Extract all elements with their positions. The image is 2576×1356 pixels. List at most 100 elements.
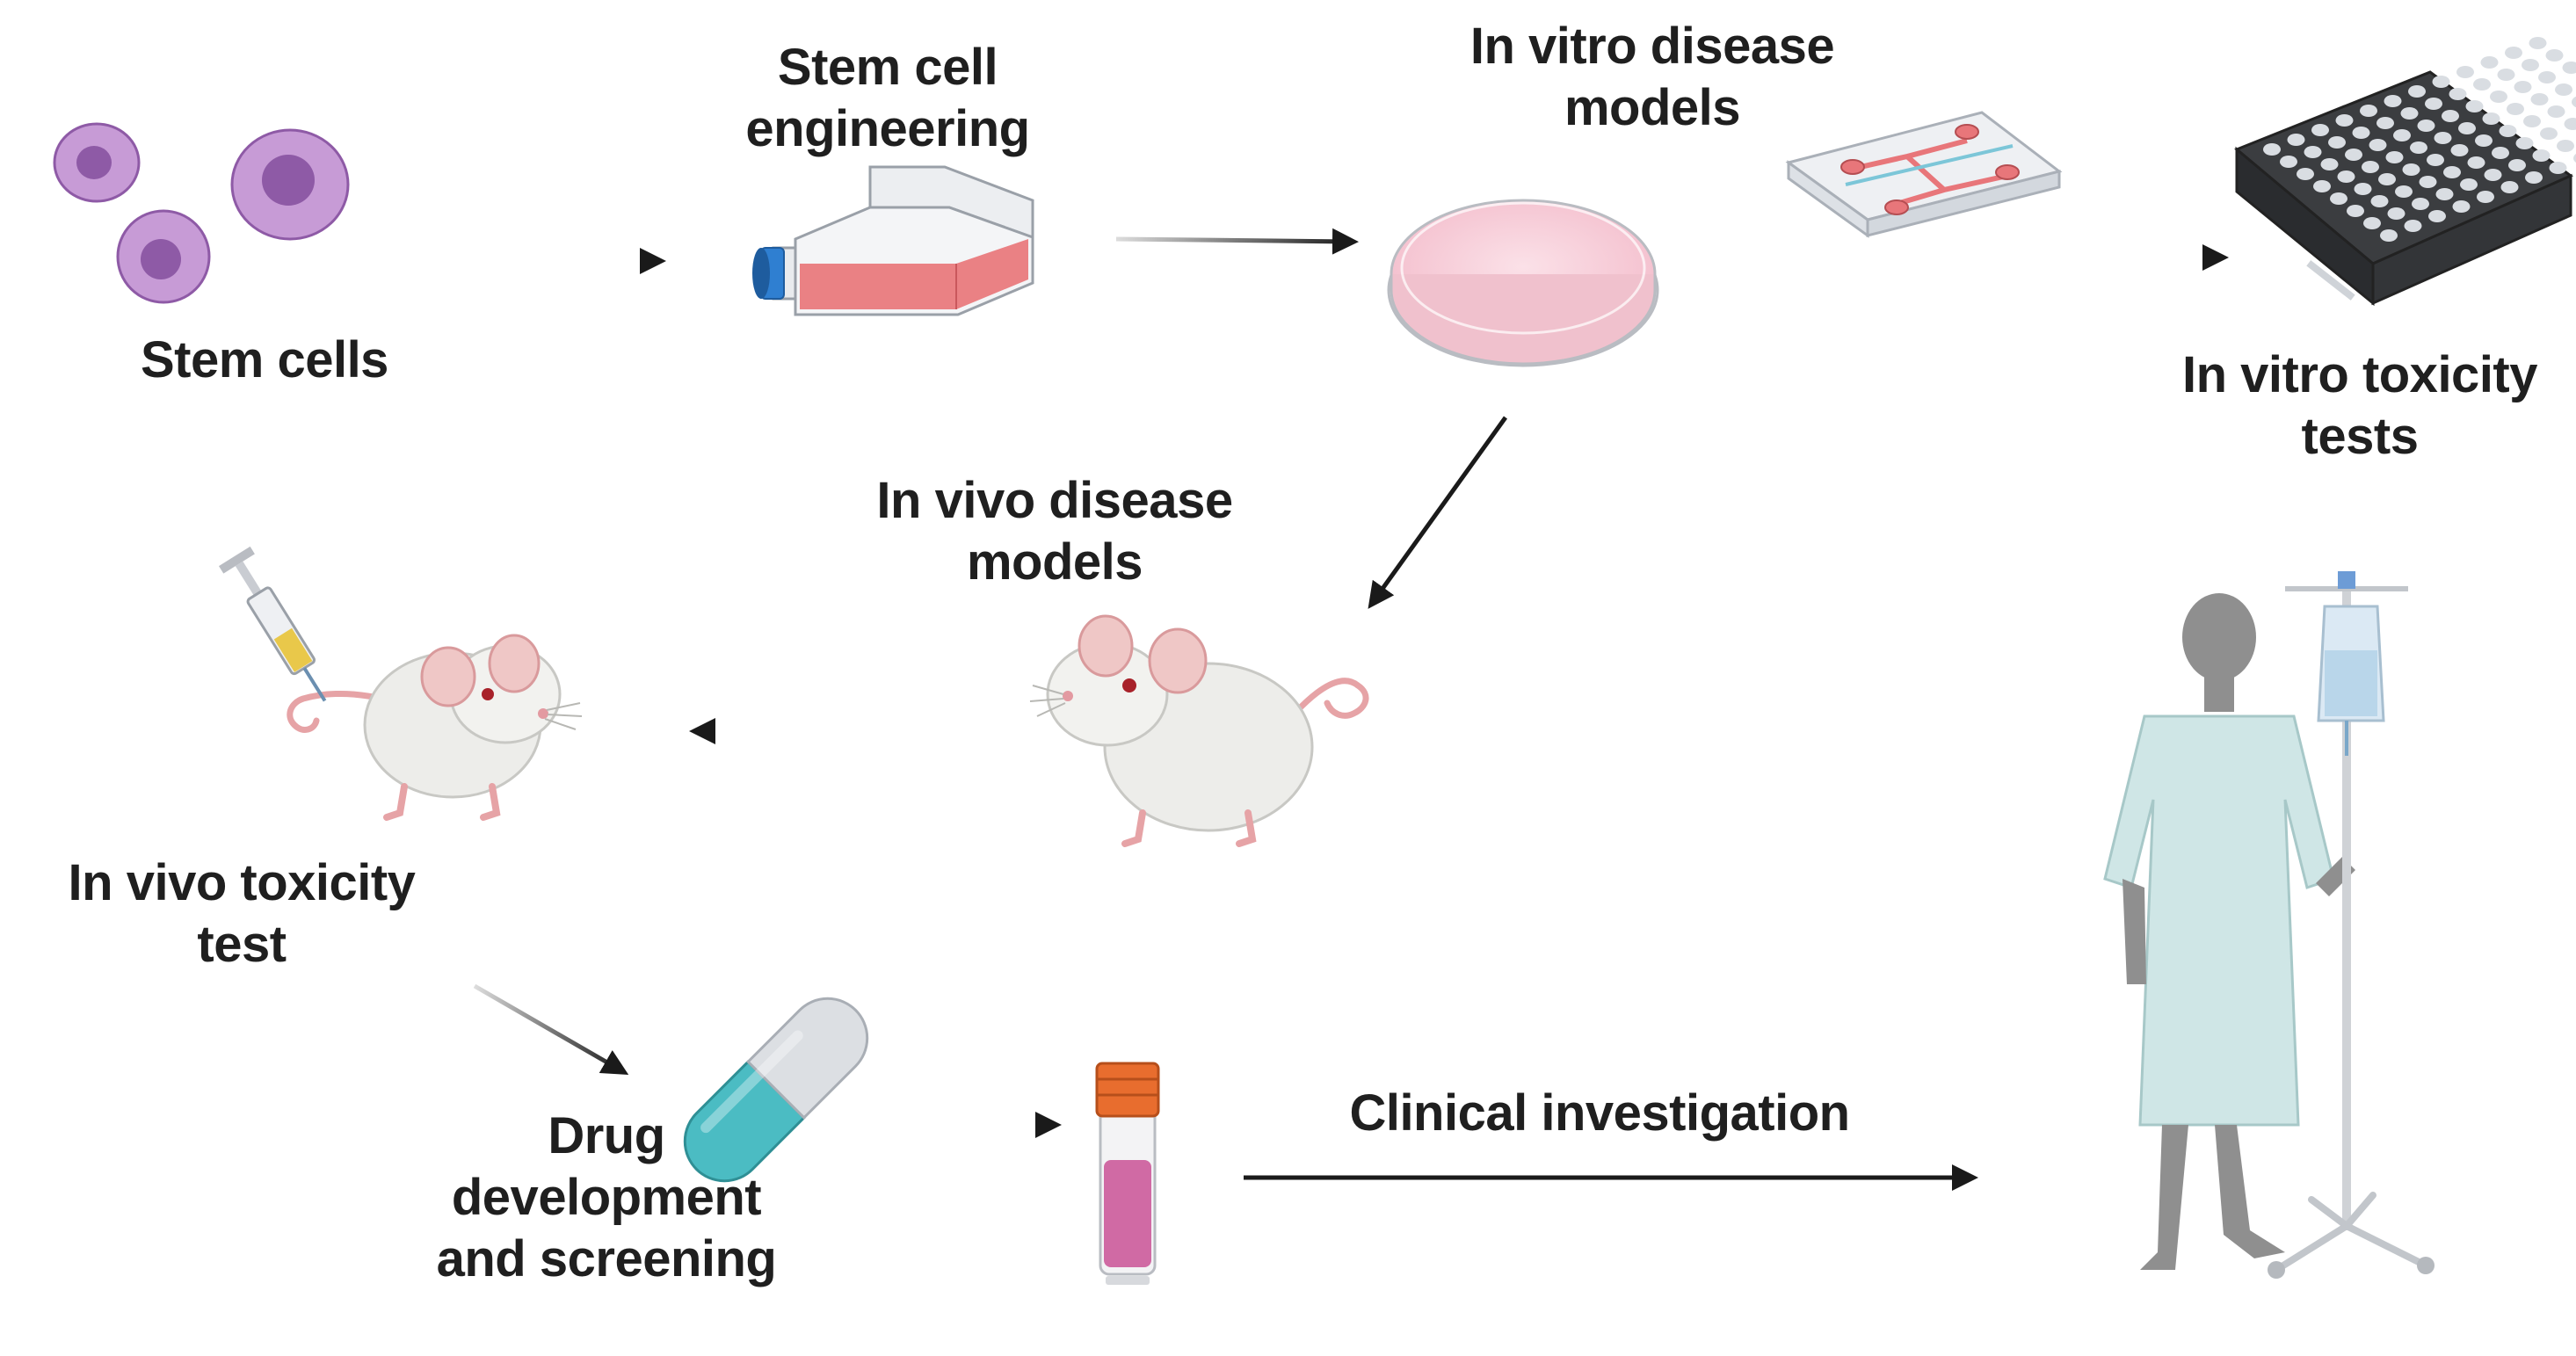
well: [2393, 129, 2411, 141]
well: [2417, 120, 2435, 132]
well: [2434, 132, 2452, 144]
well: [2549, 162, 2567, 174]
well: [2522, 59, 2539, 71]
well: [2427, 154, 2444, 166]
well: [2540, 127, 2558, 140]
label-in-vivo-disease-models: In vivo disease models: [876, 472, 1233, 591]
well: [2456, 66, 2474, 78]
well: [2311, 124, 2329, 136]
well: [2380, 229, 2398, 242]
well: [2497, 69, 2515, 81]
well: [2313, 180, 2331, 192]
label-stem-cell-engineering: Stem cell engineering: [745, 39, 1030, 157]
well: [2545, 49, 2564, 62]
well: [2330, 192, 2347, 205]
arrow-engineering-to-in-vitro-models: [1115, 228, 1359, 255]
label-in-vivo-toxicity-test: In vivo toxicity test: [68, 854, 416, 973]
well: [2443, 166, 2461, 178]
well: [2473, 78, 2491, 91]
well: [2515, 137, 2534, 149]
well: [2402, 163, 2420, 176]
well: [2442, 110, 2459, 122]
well: [2573, 154, 2576, 163]
well: [2547, 105, 2565, 118]
well: [2572, 96, 2576, 108]
well: [2499, 125, 2517, 137]
well: [2557, 140, 2574, 152]
label-in-vitro-toxicity-tests: In vitro toxicity tests: [2181, 346, 2538, 465]
well: [2475, 134, 2493, 147]
well: [2492, 147, 2509, 159]
patient-icon: [2103, 593, 2355, 1270]
well: [2514, 81, 2532, 93]
well: [2458, 122, 2476, 134]
well: [2480, 56, 2499, 69]
well: [2378, 173, 2396, 185]
well: [2320, 158, 2339, 170]
well: [2408, 85, 2426, 98]
well: [2363, 217, 2381, 229]
label-in-vitro-disease-models: In vitro disease models: [1469, 18, 1835, 136]
well: [2477, 191, 2494, 203]
drug-capsule-icon: [683, 997, 869, 1183]
well: [2263, 143, 2281, 156]
well: [2484, 169, 2502, 181]
well: [2562, 62, 2576, 74]
well: [2450, 144, 2469, 156]
well: [2362, 161, 2379, 173]
well: [2335, 114, 2354, 127]
well: [2467, 156, 2485, 169]
sample-tube-icon: [1095, 1062, 1160, 1285]
well: [2280, 156, 2297, 168]
label-clinical-investigation: Clinical investigation: [1349, 1084, 1850, 1142]
well: [2412, 198, 2429, 210]
well: [2505, 47, 2522, 59]
well: [2369, 139, 2387, 151]
syringe-icon: [218, 546, 327, 702]
well: [2507, 103, 2524, 115]
well: [2490, 91, 2507, 103]
well: [2376, 117, 2394, 129]
well: [2387, 207, 2405, 220]
well: [2345, 149, 2362, 161]
arrow-in-vitro-to-in-vivo-models: [1368, 416, 1508, 609]
well: [2337, 170, 2355, 183]
well: [2465, 100, 2484, 112]
well: [2564, 118, 2576, 130]
label-stem-cells: Stem cells: [141, 331, 388, 388]
petri-dish-icon: [1387, 199, 1659, 367]
mouse-in-vivo-model-icon: [1029, 614, 1369, 847]
arrow-toxicity-test-to-drug-development: [473, 983, 629, 1075]
iv-stand-icon: [2268, 571, 2435, 1279]
well: [2525, 171, 2543, 184]
well: [2425, 98, 2442, 110]
culture-flask-icon: [752, 165, 1034, 316]
arrows: [431, 228, 2229, 1191]
well: [2304, 146, 2322, 158]
well: [2384, 95, 2402, 107]
well: [2435, 188, 2454, 200]
stem-cells-icon: [53, 122, 350, 304]
well: [2370, 195, 2389, 207]
well: [2352, 127, 2370, 139]
mouse-in-vivo-toxicity-icon: [287, 634, 583, 821]
well: [2529, 37, 2547, 49]
well: [2500, 181, 2519, 193]
well: [2360, 105, 2377, 117]
well: [2419, 176, 2437, 188]
well-plate-icon: [2234, 37, 2576, 307]
well: [2395, 185, 2413, 198]
well: [2297, 168, 2314, 180]
well: [2347, 205, 2364, 217]
well: [2508, 159, 2526, 171]
well: [2428, 210, 2446, 222]
well: [2532, 149, 2551, 162]
well: [2538, 71, 2556, 83]
well: [2385, 151, 2404, 163]
organ-on-chip-icon: [1785, 111, 2063, 238]
label-drug-development-and-screening: Drug development and screening: [436, 1107, 777, 1287]
well: [2328, 136, 2346, 149]
well: [2523, 115, 2541, 127]
